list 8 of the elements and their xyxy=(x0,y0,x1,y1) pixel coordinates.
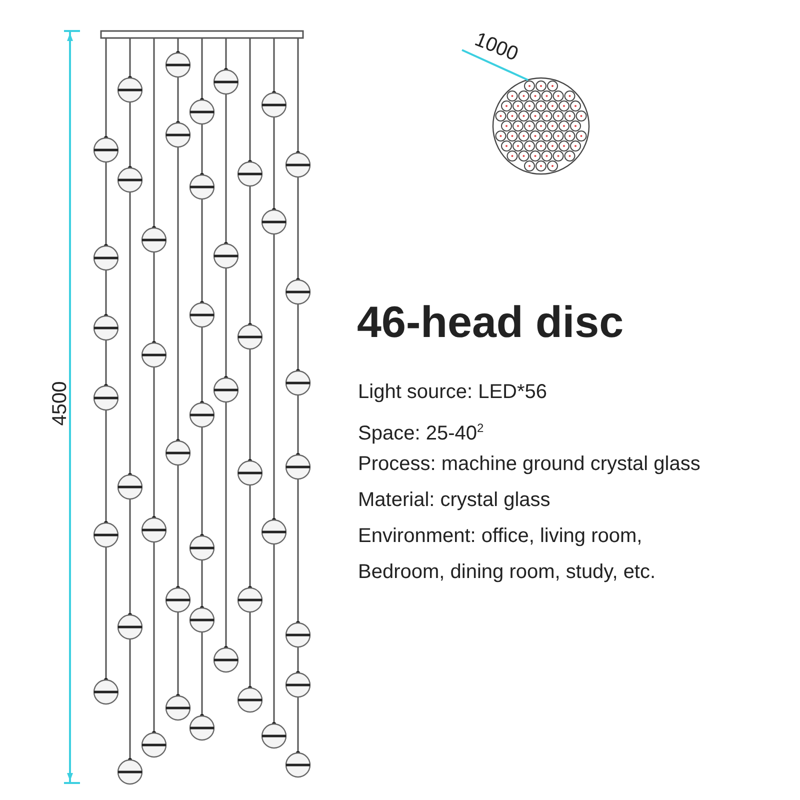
spec-text: Environment: office, living room, Bedroom, dining room, study, etc. xyxy=(358,524,657,585)
spec-text: Light source: LED*56 xyxy=(358,380,548,405)
spec-text: Space: 25-40$^{2}$ xyxy=(358,420,485,447)
heading: 46-head disc xyxy=(357,298,624,348)
spec-text: Process: machine ground crystal glass xyxy=(358,452,702,477)
spec-text: Material: crystal glass xyxy=(358,488,552,513)
dimension-label: 1000 xyxy=(471,28,522,66)
dimension-label: 4500 xyxy=(48,381,72,426)
